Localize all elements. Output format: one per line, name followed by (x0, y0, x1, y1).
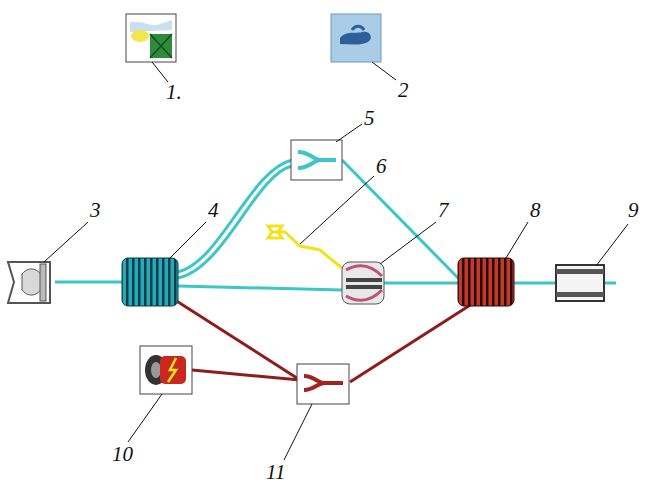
callout-number: 6 (376, 156, 387, 177)
landscape-icon (126, 14, 176, 62)
callout-number: 2 (398, 80, 409, 101)
water-icon (331, 14, 381, 62)
fuel-inlet (268, 226, 282, 238)
intake-icon (8, 262, 50, 303)
callout-number: 3 (90, 200, 101, 221)
callout-number: 8 (530, 200, 541, 221)
callout-number: 9 (628, 200, 639, 221)
callout-number: 5 (364, 108, 375, 129)
callout-number: 7 (438, 200, 449, 221)
callout-number: 1. (166, 82, 182, 103)
generator-icon (140, 346, 192, 394)
callout-number: 10 (112, 444, 133, 465)
turbine (458, 258, 514, 306)
leader-lines (44, 62, 628, 460)
callout-number: 11 (266, 462, 285, 483)
flow-lines (55, 160, 616, 382)
splitter-box (291, 140, 342, 180)
mixer-box (297, 364, 349, 404)
callout-number: 4 (208, 200, 219, 221)
combustor (342, 262, 384, 304)
exhaust-pipe (556, 265, 604, 301)
compressor (122, 258, 178, 306)
